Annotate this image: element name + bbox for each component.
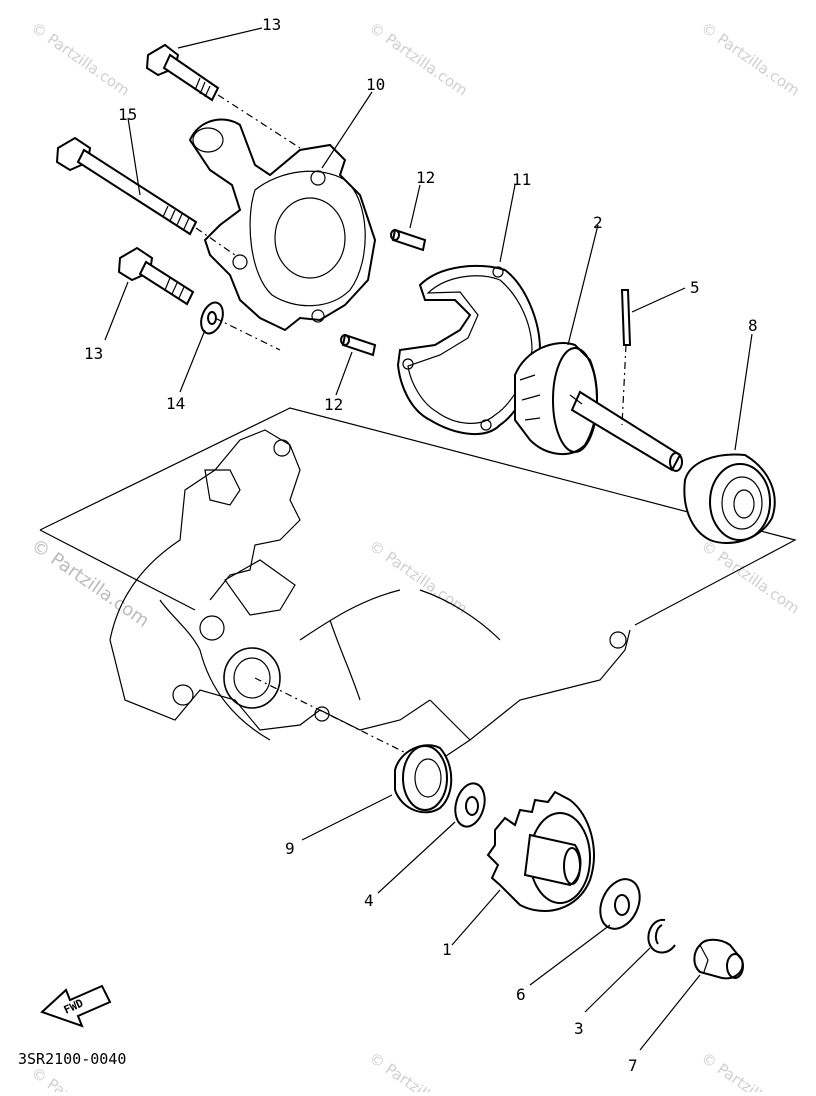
watermark-layer: © Partzilla.com © Partzilla.com © Partzi… <box>27 19 803 1096</box>
washer-14 <box>200 301 281 351</box>
bolt-15 <box>55 136 236 256</box>
callout-12-lower: 12 <box>324 395 343 414</box>
callout-10: 10 <box>366 75 385 94</box>
washer-6 <box>599 878 641 930</box>
bolt-13-lower <box>117 246 195 306</box>
gasket <box>396 264 542 436</box>
callout-15: 15 <box>118 105 137 124</box>
callout-8: 8 <box>748 316 758 335</box>
watermark: © Partzilla.com <box>698 19 803 100</box>
callout-11: 11 <box>512 170 531 189</box>
dowel-pin-lower <box>340 333 377 357</box>
watermark: © Partzilla.com <box>28 19 133 100</box>
callout-13-top: 13 <box>262 15 281 34</box>
callout-12-top: 12 <box>416 168 435 187</box>
bolt-13-top <box>145 43 301 149</box>
callout-1: 1 <box>442 940 452 959</box>
callout-13-lower: 13 <box>84 344 103 363</box>
callout-2: 2 <box>593 213 603 232</box>
watermark: © Partzilla.com <box>698 537 803 618</box>
drive-gear <box>486 790 595 913</box>
callout-3: 3 <box>574 1019 584 1038</box>
leader-lines <box>104 27 753 1051</box>
bearing-lower <box>394 744 453 814</box>
callout-5: 5 <box>690 278 700 297</box>
callout-9: 9 <box>285 839 295 858</box>
diagram-code: 3SR2100-0040 <box>18 1050 126 1068</box>
pump-housing <box>188 118 377 332</box>
dowel-pin-upper <box>390 228 427 252</box>
bearing-upper <box>683 453 776 544</box>
callout-4: 4 <box>364 891 374 910</box>
callout-7: 7 <box>628 1056 638 1075</box>
callout-6: 6 <box>516 985 526 1004</box>
collar <box>693 938 744 980</box>
circlip <box>647 918 676 954</box>
callout-14: 14 <box>166 394 185 413</box>
forward-arrow-icon: FWD <box>40 984 112 1028</box>
callout-labels: 13 10 15 12 11 2 5 8 13 14 12 9 4 1 6 3 … <box>84 15 758 1075</box>
watermark: © Partzilla.com <box>366 1049 471 1092</box>
washer-4 <box>454 782 486 828</box>
crankcase-outline <box>39 407 797 761</box>
impeller <box>514 342 683 472</box>
pin <box>620 289 632 426</box>
watermark: © Partzilla.com <box>698 1049 803 1092</box>
